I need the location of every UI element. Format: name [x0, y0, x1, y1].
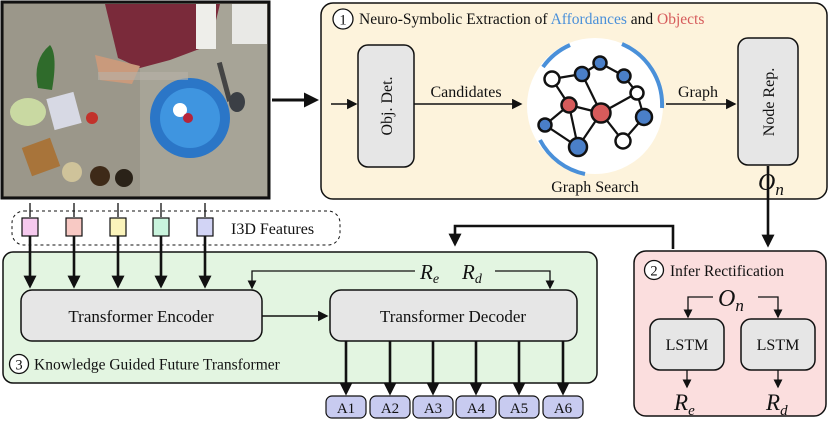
transformer-decoder-label: Transformer Decoder: [380, 307, 527, 326]
action-box: [412, 395, 454, 419]
candidates-label: Candidates: [430, 84, 501, 101]
graph-search-icon: [527, 38, 665, 176]
object-detection-label: Obj. Det.: [379, 76, 396, 135]
action-label: A5: [510, 401, 528, 417]
node-representation-box: [737, 37, 799, 166]
i3d-feature-square: [109, 217, 127, 237]
i3d-features-group: [11, 210, 341, 246]
affordances-label: Affordances: [551, 11, 627, 28]
step-number-badge: [643, 259, 665, 281]
o-n-to-right-lstm-arrow: [758, 296, 783, 319]
action-output-arrows: [339, 341, 570, 396]
i3d-feature-square: [65, 217, 83, 237]
rd-subscript: d: [780, 403, 788, 419]
action-boxes: A1 A2 A3 A4 A5 A6: [325, 395, 584, 419]
action-label: A1: [337, 401, 355, 417]
rd-symbol: R: [461, 260, 475, 284]
re-output-symbol: Re: [673, 390, 695, 419]
action-label: A2: [381, 401, 399, 417]
video-frame-image: [0, 0, 271, 200]
re-subscript: e: [688, 403, 695, 419]
action-label: A3: [424, 401, 442, 417]
rd-output-symbol: Rd: [765, 390, 788, 419]
step-number: 2: [650, 264, 657, 280]
graph-search-label: Graph Search: [551, 179, 639, 196]
feature-input-arrows: [23, 236, 212, 289]
object-detection-box: [357, 44, 415, 168]
i3d-feature-square: [196, 217, 214, 237]
transformer-encoder-label: Transformer Encoder: [68, 307, 214, 326]
re-symbol: R: [673, 390, 688, 415]
rectification-feedback-arrow: [448, 224, 675, 249]
action-label: A6: [554, 401, 573, 417]
step-number: 3: [15, 358, 22, 374]
i3d-feature-square: [152, 217, 170, 237]
lstm-right-label: LSTM: [757, 337, 800, 354]
i3d-feature-square: [21, 217, 39, 237]
rd-to-decoder-arrow: [495, 270, 555, 290]
infer-rectification-title: Infer Rectification: [670, 263, 784, 280]
objects-label: Objects: [657, 11, 704, 28]
o-n-to-left-lstm-arrow: [683, 296, 713, 319]
graph-label: Graph: [678, 84, 718, 101]
step-number-badge: [8, 353, 30, 375]
re-symbol: R: [419, 260, 433, 284]
rd-subscript: d: [475, 272, 483, 287]
rd-symbol: R: [765, 390, 780, 415]
o-n-subscript: n: [735, 296, 744, 315]
guided-transformer-title: Knowledge Guided Future Transformer: [34, 357, 281, 374]
extraction-title: Neuro-Symbolic Extraction of Affordances…: [359, 11, 704, 28]
re-to-encoder-arrow: [247, 270, 415, 290]
extraction-title-prefix: Neuro-Symbolic Extraction of: [359, 11, 551, 28]
action-box: [498, 395, 540, 419]
rd-guidance-symbol: Rd: [461, 260, 483, 287]
o-n-subscript: n: [775, 180, 784, 199]
lstm-left-label: LSTM: [666, 337, 709, 354]
action-label: A4: [467, 401, 486, 417]
node-representation-label: Node Rep.: [761, 68, 778, 136]
step-number: 1: [339, 13, 347, 29]
step-number-badge: [332, 8, 354, 30]
action-box: [455, 395, 497, 419]
extraction-title-and: and: [627, 11, 657, 28]
re-subscript: e: [433, 272, 439, 287]
action-box: [325, 395, 367, 419]
re-guidance-symbol: Re: [419, 260, 439, 287]
o-n-output-symbol: On: [758, 170, 784, 199]
action-box: [369, 395, 411, 419]
i3d-features-label: I3D Features: [231, 221, 314, 238]
action-box: [542, 395, 584, 419]
i3d-feature-squares: [21, 203, 214, 237]
guided-transformer-panel: [2, 251, 598, 384]
o-n-input-symbol: On: [718, 286, 744, 315]
transformer-decoder-box: [329, 289, 578, 342]
o-n-symbol: O: [758, 170, 775, 196]
o-n-symbol: O: [718, 286, 735, 312]
